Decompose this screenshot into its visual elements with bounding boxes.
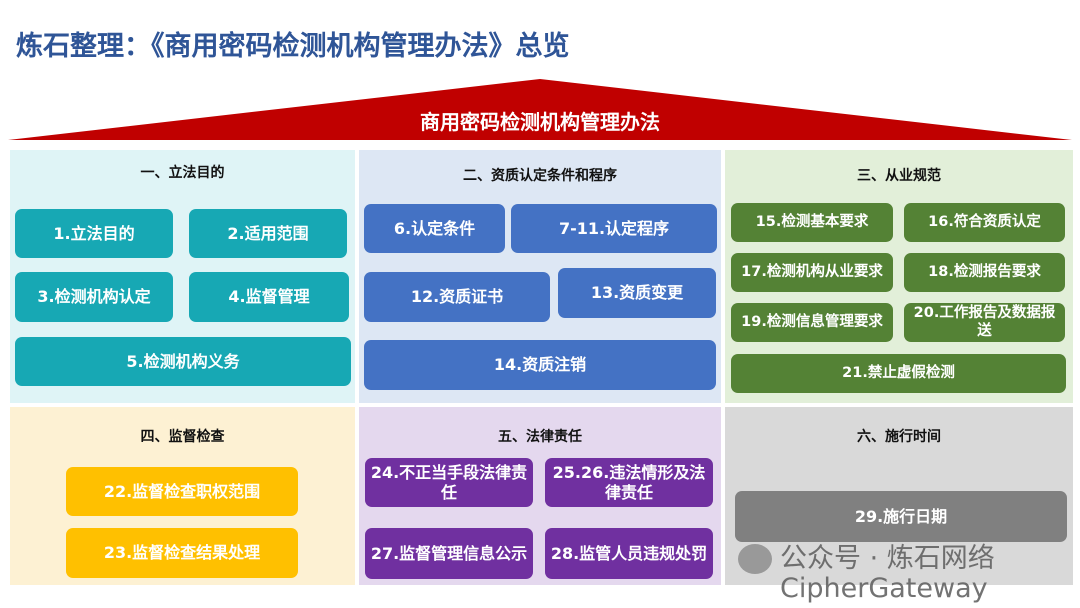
item-box[interactable]: 24.不正当手段法律责任 (365, 458, 533, 507)
item-box[interactable]: 20.工作报告及数据报送 (904, 303, 1065, 342)
item-box[interactable]: 19.检测信息管理要求 (731, 303, 893, 342)
section-purpose: 一、立法目的 1.立法目的 2.适用范围 3.检测机构认定 4.监督管理 5.检… (10, 150, 355, 403)
item-box[interactable]: 21.禁止虚假检测 (731, 354, 1066, 393)
item-box[interactable]: 22.监督检查职权范围 (66, 467, 298, 516)
section-practice: 三、从业规范 15.检测基本要求 16.符合资质认定 17.检测机构从业要求 1… (725, 150, 1073, 403)
section-title: 五、法律责任 (498, 429, 582, 445)
item-box[interactable]: 27.监督管理信息公示 (365, 528, 533, 579)
wechat-icon (738, 544, 772, 574)
item-box[interactable]: 7-11.认定程序 (511, 204, 717, 253)
item-box[interactable]: 15.检测基本要求 (731, 203, 893, 242)
item-box[interactable]: 17.检测机构从业要求 (731, 253, 893, 292)
item-box[interactable]: 13.资质变更 (558, 268, 716, 318)
watermark: 公众号 · 炼石网络CipherGateway (738, 544, 1070, 604)
item-box[interactable]: 25.26.违法情形及法律责任 (545, 458, 713, 507)
item-box[interactable]: 14.资质注销 (364, 340, 716, 390)
item-box[interactable]: 23.监督检查结果处理 (66, 528, 298, 578)
item-box[interactable]: 29.施行日期 (735, 491, 1067, 542)
section-title: 一、立法目的 (140, 165, 225, 181)
item-box[interactable]: 2.适用范围 (189, 209, 347, 258)
item-box[interactable]: 16.符合资质认定 (904, 203, 1065, 242)
section-liability: 五、法律责任 24.不正当手段法律责任 25.26.违法情形及法律责任 27.监… (359, 407, 721, 585)
item-box[interactable]: 1.立法目的 (15, 209, 173, 258)
section-supervision: 四、监督检查 22.监督检查职权范围 23.监督检查结果处理 (10, 407, 355, 585)
section-title: 六、施行时间 (857, 429, 941, 445)
page-title: 炼石整理：《商用密码检测机构管理办法》总览 (16, 31, 570, 62)
item-box[interactable]: 6.认定条件 (364, 204, 505, 253)
section-title: 二、资质认定条件和程序 (463, 168, 617, 184)
item-box[interactable]: 5.检测机构义务 (15, 337, 351, 386)
section-title: 三、从业规范 (857, 168, 941, 184)
item-box[interactable]: 3.检测机构认定 (15, 272, 173, 322)
banner-label: 商用密码检测机构管理办法 (420, 110, 660, 134)
section-qualification: 二、资质认定条件和程序 6.认定条件 7-11.认定程序 12.资质证书 13.… (359, 150, 721, 403)
item-box[interactable]: 18.检测报告要求 (904, 253, 1065, 292)
banner-triangle (8, 79, 1072, 140)
item-box[interactable]: 12.资质证书 (364, 272, 550, 322)
item-box[interactable]: 4.监督管理 (189, 272, 349, 322)
watermark-text: 公众号 · 炼石网络CipherGateway (780, 543, 995, 604)
section-effective-date: 六、施行时间 29.施行日期 (725, 407, 1073, 585)
section-title: 四、监督检查 (140, 429, 225, 445)
item-box[interactable]: 28.监管人员违规处罚 (545, 528, 713, 579)
